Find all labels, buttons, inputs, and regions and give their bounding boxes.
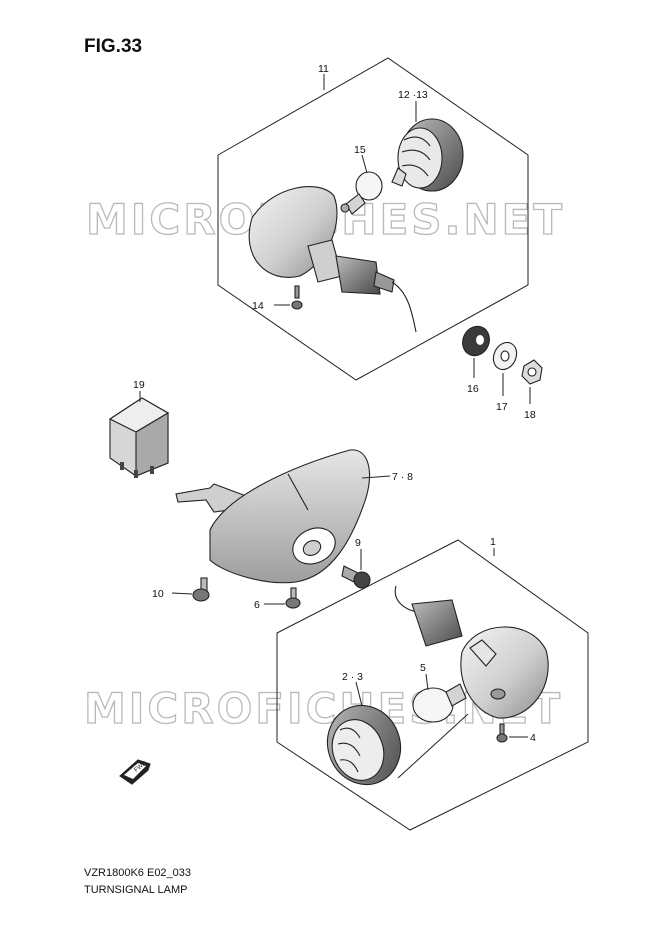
assembly-line-lower [397, 713, 469, 779]
leader-15 [361, 154, 368, 174]
callout-1: 1 [490, 536, 496, 548]
model-code: VZR1800K6 E02_033 [84, 867, 191, 879]
callout-5: 5 [420, 662, 426, 674]
nut-part-18 [521, 359, 543, 385]
leader-5 [425, 673, 429, 691]
bulb-part-15 [340, 171, 383, 215]
washer-part-17 [492, 341, 518, 371]
lower-assembly-frame [276, 539, 589, 831]
screw-part-10 [192, 577, 210, 602]
callout-14: 14 [252, 300, 264, 312]
leader-7-8 [361, 475, 391, 479]
screw-part-4 [496, 723, 508, 743]
callout-11: 11 [318, 63, 329, 75]
upper-lamp-housing [248, 186, 417, 333]
washer-part-16 [462, 325, 490, 357]
bolt-part-9 [341, 565, 371, 589]
figure-title: FIG.33 [84, 36, 142, 57]
callout-12-13: 12 ·13 [398, 89, 428, 101]
callout-9: 9 [355, 537, 361, 549]
forward-direction-arrow: FWD [119, 759, 151, 785]
leader-2-3 [355, 681, 363, 707]
callout-2-3: 2 · 3 [342, 671, 363, 683]
relay-part-19 [108, 397, 170, 478]
lens-part-12-13 [391, 118, 464, 192]
bracket-part-7-8 [175, 449, 370, 584]
callout-19: 19 [133, 379, 145, 391]
callout-16: 16 [467, 383, 479, 395]
callout-15: 15 [354, 144, 366, 156]
section-name: TURNSIGNAL LAMP [84, 884, 188, 896]
callout-4: 4 [530, 732, 536, 744]
callout-7-8: 7 · 8 [392, 471, 413, 483]
callout-6: 6 [254, 599, 260, 611]
bulb-part-5 [412, 683, 467, 723]
callout-10: 10 [152, 588, 164, 600]
screw-part-14 [291, 285, 303, 310]
upper-assembly-frame [217, 57, 529, 381]
lower-lamp-housing [394, 585, 549, 719]
lens-part-2-3 [326, 704, 402, 786]
screw-part-6 [285, 587, 301, 609]
callout-17: 17 [496, 401, 508, 413]
callout-18: 18 [524, 409, 536, 421]
leader-10 [171, 592, 193, 595]
